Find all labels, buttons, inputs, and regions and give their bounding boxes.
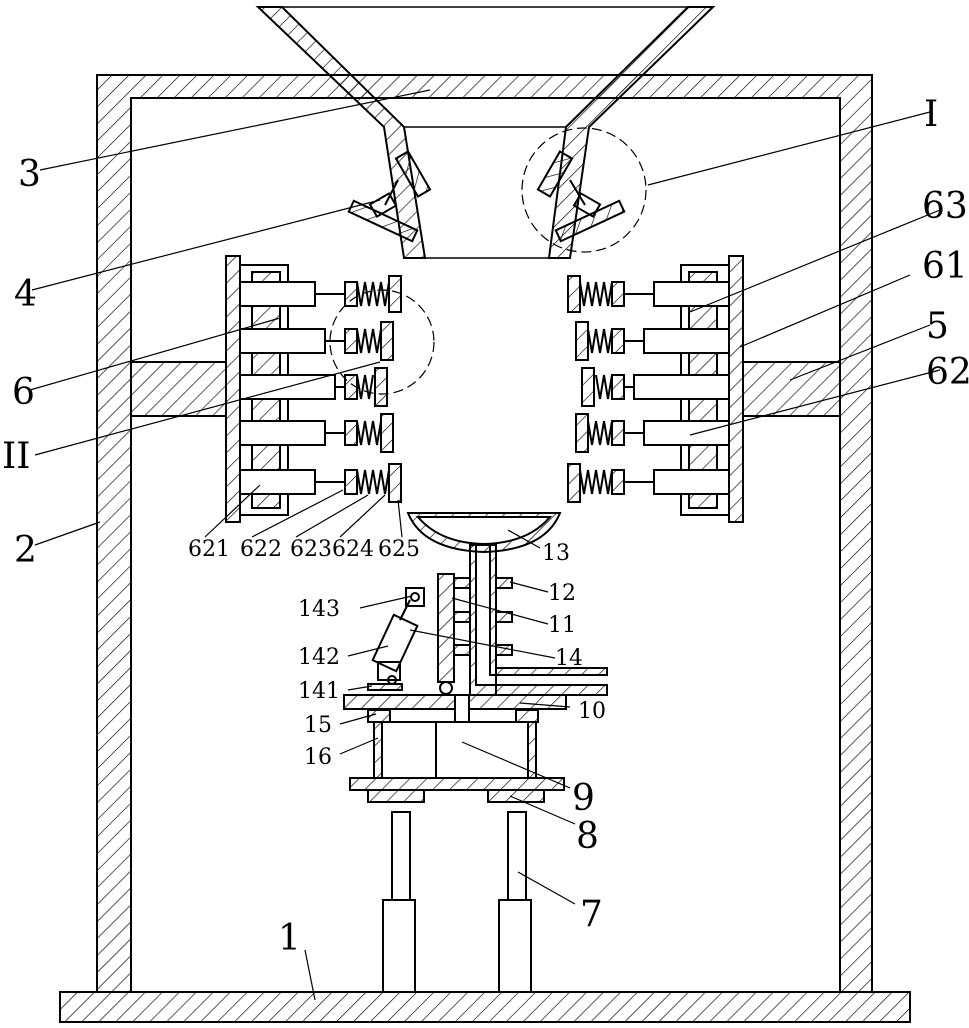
label-1: 1 xyxy=(278,918,301,959)
label-12: 12 xyxy=(548,581,576,606)
label-6: 6 xyxy=(12,372,35,413)
side-bracket-right xyxy=(743,362,840,416)
label-622: 622 xyxy=(240,537,282,562)
label-621: 621 xyxy=(188,537,230,562)
label-16: 16 xyxy=(304,745,332,770)
label-623: 623 xyxy=(290,537,332,562)
label-63: 63 xyxy=(922,186,968,227)
labels: 3 4 6 II 2 1 I 63 61 5 62 621 622 623 62… xyxy=(2,94,969,959)
label-14: 14 xyxy=(555,646,583,671)
label-625: 625 xyxy=(378,537,420,562)
pressing-assembly-left xyxy=(226,256,401,522)
label-61: 61 xyxy=(922,246,968,287)
hopper-right-wall xyxy=(549,7,713,258)
label-II: II xyxy=(2,436,30,477)
lift-rod-right xyxy=(508,812,526,900)
label-141: 141 xyxy=(298,679,340,704)
label-10: 10 xyxy=(578,699,606,724)
label-13: 13 xyxy=(542,541,570,566)
label-8: 8 xyxy=(576,816,599,857)
lift-cylinder-left xyxy=(383,900,415,992)
label-5: 5 xyxy=(926,306,949,347)
slider xyxy=(438,574,454,682)
press-unit-left xyxy=(240,276,401,312)
press-unit-right xyxy=(568,276,729,312)
label-3: 3 xyxy=(18,154,41,195)
lift-cylinder-right xyxy=(499,900,531,992)
label-4: 4 xyxy=(14,274,37,315)
label-9: 9 xyxy=(572,778,595,819)
label-I: I xyxy=(924,94,938,135)
label-143: 143 xyxy=(298,597,340,622)
label-11: 11 xyxy=(548,613,576,638)
label-142: 142 xyxy=(298,645,340,670)
frame xyxy=(97,75,872,992)
label-62: 62 xyxy=(926,352,969,393)
lift-rod-left xyxy=(392,812,410,900)
pressing-assembly-right xyxy=(568,256,743,522)
label-7: 7 xyxy=(580,894,603,935)
label-2: 2 xyxy=(14,530,37,571)
label-15: 15 xyxy=(304,713,332,738)
label-624: 624 xyxy=(332,537,374,562)
hopper-left-wall xyxy=(258,7,425,258)
lower-plate xyxy=(350,778,564,790)
cylinder-assembly xyxy=(368,588,424,690)
base-plate xyxy=(60,992,910,1022)
